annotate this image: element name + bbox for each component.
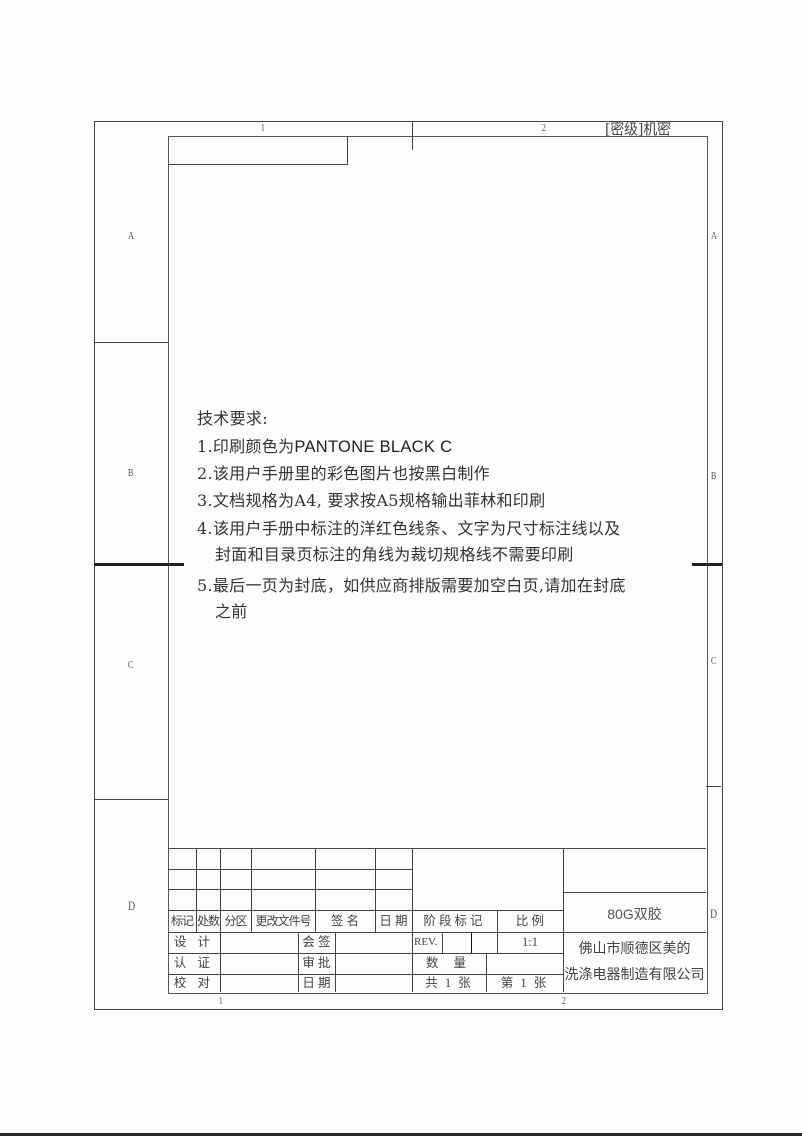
right-zone-divider-cd	[706, 786, 721, 787]
zone-left-a: A	[127, 230, 134, 242]
approve-label: 审 批	[302, 956, 331, 970]
left-zone-divider-cd	[94, 799, 168, 800]
company-name-line2: 洗涤电器制造有限公司	[564, 967, 705, 983]
zone-top-1: 1	[260, 122, 265, 134]
part-name: 80G双胶	[607, 906, 662, 922]
bottom-edge	[0, 1133, 802, 1136]
header-date: 日 期	[379, 914, 408, 928]
stage-label: 阶段标记	[423, 914, 486, 928]
sheet-number: 第 1 张	[500, 976, 549, 990]
requirement-2: 2.该用户手册里的彩色图片也按黑白制作	[197, 464, 490, 483]
rev-value-field[interactable]	[443, 932, 471, 953]
requirement-1: 1.印刷颜色为PANTONE BLACK C	[197, 433, 452, 457]
header-signature: 签 名	[330, 914, 360, 928]
date-label: 日 期	[302, 976, 331, 990]
zone-left-c: C	[127, 659, 134, 671]
top-left-box	[168, 136, 348, 165]
rev-label: REV.	[414, 936, 438, 948]
zone-right-b: B	[710, 470, 717, 482]
zone-bottom-1: 1	[218, 995, 223, 1007]
company-name-line1: 佛山市顺德区美的	[578, 941, 691, 957]
requirement-3: 3.文档规格为A4, 要求按A5规格输出菲林和印刷	[197, 491, 546, 510]
zone-left-d: D	[128, 898, 136, 913]
zone-left-b: B	[127, 467, 134, 479]
sheets-total: 共 1 张	[425, 976, 473, 990]
quantity-label: 数 量	[425, 956, 473, 970]
zone-right-d: D	[710, 906, 718, 921]
header-count: 处数	[196, 914, 220, 928]
header-mark: 标记	[170, 914, 194, 928]
countersign-label: 会 签	[302, 935, 331, 949]
secrecy-label: [密级]机密	[605, 120, 671, 138]
scale-value: 1:1	[522, 935, 538, 949]
requirement-5-line2: 之前	[215, 602, 248, 621]
zone-bottom-2: 2	[561, 995, 566, 1007]
center-mark-right	[692, 563, 722, 566]
requirements-heading: 技术要求:	[197, 409, 268, 428]
center-tick-top	[412, 121, 413, 150]
center-mark-left	[94, 563, 184, 566]
design-label: 设 计	[173, 935, 215, 949]
requirement-4-line2: 封面和目录页标注的角线为裁切规格线不需要印刷	[215, 545, 574, 564]
requirement-1-text: 1.印刷颜色为	[197, 437, 295, 456]
header-zone: 分区	[224, 914, 247, 928]
title-block: 标记 处数 分区 更改文件号 签 名 日 期 阶段标记 比 例 设 计 认 证 …	[168, 848, 706, 992]
zone-top-2: 2	[541, 122, 546, 134]
header-change-doc: 更改文件号	[255, 914, 311, 928]
check-label: 校 对	[173, 976, 215, 990]
pantone-value: PANTONE BLACK C	[294, 438, 453, 456]
zone-right-c: C	[710, 655, 717, 667]
verify-label: 认 证	[173, 956, 215, 970]
scale-label: 比 例	[515, 914, 545, 928]
requirement-5-line1: 5.最后一页为封底，如供应商排版需要加空白页,请加在封底	[197, 576, 626, 595]
requirement-4-line1: 4.该用户手册中标注的洋红色线条、文字为尺寸标注线以及	[197, 519, 621, 538]
zone-right-a: A	[710, 230, 717, 242]
left-zone-divider-ab	[94, 342, 168, 343]
